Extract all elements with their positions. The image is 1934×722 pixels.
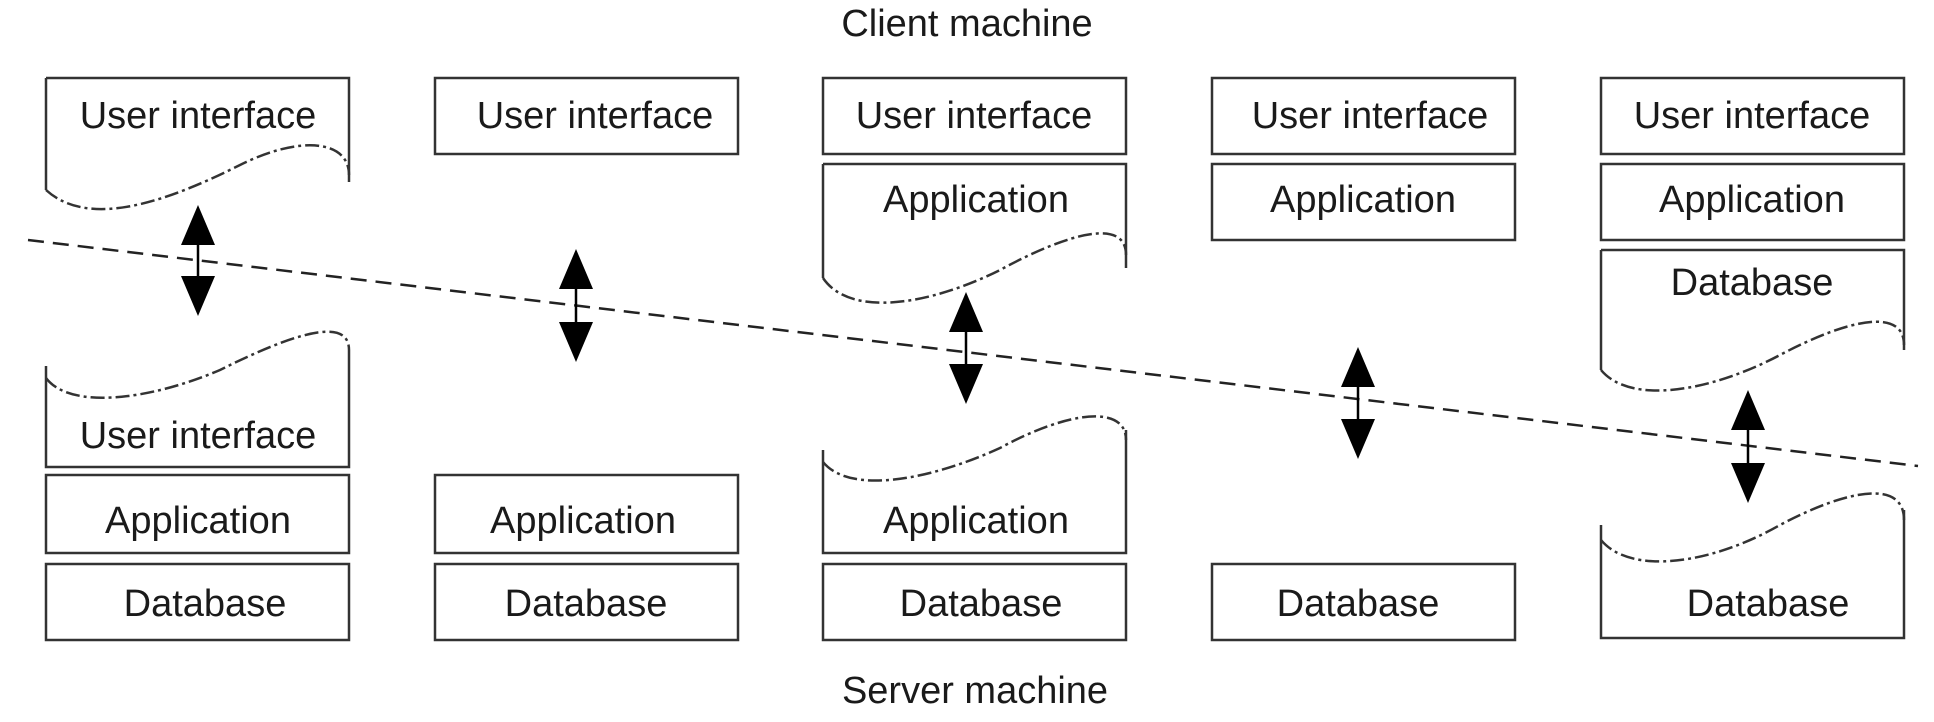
a-server-app-label: Application [105, 500, 291, 542]
column-e: User interface Application Database Data… [1599, 76, 1906, 640]
server-machine-label: Server machine [842, 670, 1108, 712]
arrow-b [559, 249, 593, 362]
b-server-db-label: Database [505, 583, 668, 625]
arrow-c [949, 292, 983, 404]
client-machine-label: Client machine [841, 3, 1092, 45]
column-d: User interface Application Database [1210, 76, 1517, 642]
arrow-a [181, 205, 215, 316]
a-client-ui-label: User interface [80, 95, 317, 137]
c-server-app-label: Application [883, 500, 1069, 542]
c-client-ui-label: User interface [856, 95, 1093, 137]
e-client-app-label: Application [1659, 179, 1845, 221]
d-server-db-label: Database [1277, 583, 1440, 625]
column-a: User interface User interface Applicatio… [44, 76, 351, 642]
column-c: User interface Application Application D… [821, 76, 1128, 642]
c-client-app-label: Application [883, 179, 1069, 221]
e-client-ui-label: User interface [1634, 95, 1871, 137]
c-server-db-label: Database [900, 583, 1063, 625]
d-client-ui-label: User interface [1252, 95, 1489, 137]
client-server-divider [27, 238, 1919, 468]
arrow-e [1731, 390, 1765, 503]
d-client-app-label: Application [1270, 179, 1456, 221]
e-server-db-label: Database [1687, 583, 1850, 625]
a-server-db-label: Database [124, 583, 287, 625]
a-server-ui-label: User interface [80, 415, 317, 457]
b-client-ui-label: User interface [477, 95, 714, 137]
column-b: User interface Application Database [433, 76, 740, 642]
e-client-db-label: Database [1671, 262, 1834, 304]
b-server-app-label: Application [490, 500, 676, 542]
arrow-d [1341, 347, 1375, 459]
